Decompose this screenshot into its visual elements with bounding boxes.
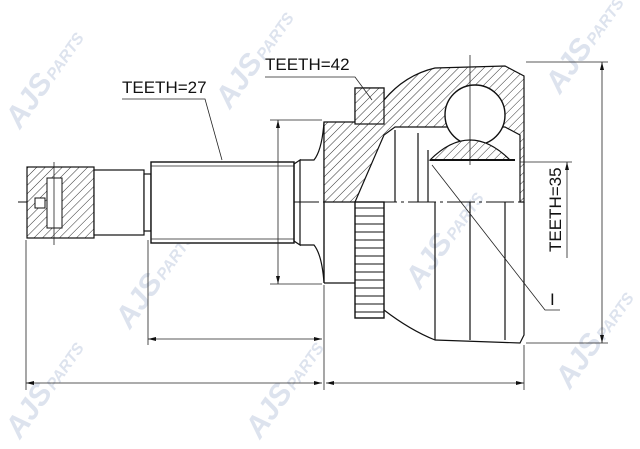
leader-lines — [122, 76, 560, 311]
abs-ring — [354, 201, 385, 319]
shaft-end-section — [26, 162, 152, 245]
watermark-text: PARTS — [44, 340, 88, 393]
watermark-text: PARTS — [44, 30, 88, 83]
splined-shaft — [150, 121, 325, 284]
label-marker: I — [550, 290, 555, 309]
watermark-text: PARTS — [284, 340, 328, 393]
outer-bell-housing — [323, 55, 525, 344]
dimension-lines — [25, 61, 608, 390]
label-teeth-shaft: TEETH=27 — [122, 78, 207, 97]
label-teeth-abs: TEETH=42 — [265, 55, 350, 74]
label-teeth-inner: TEETH=35 — [546, 167, 565, 252]
ball — [444, 84, 506, 146]
watermark-text: PARTS — [444, 190, 488, 243]
watermark-text: PARTS — [584, 0, 628, 48]
